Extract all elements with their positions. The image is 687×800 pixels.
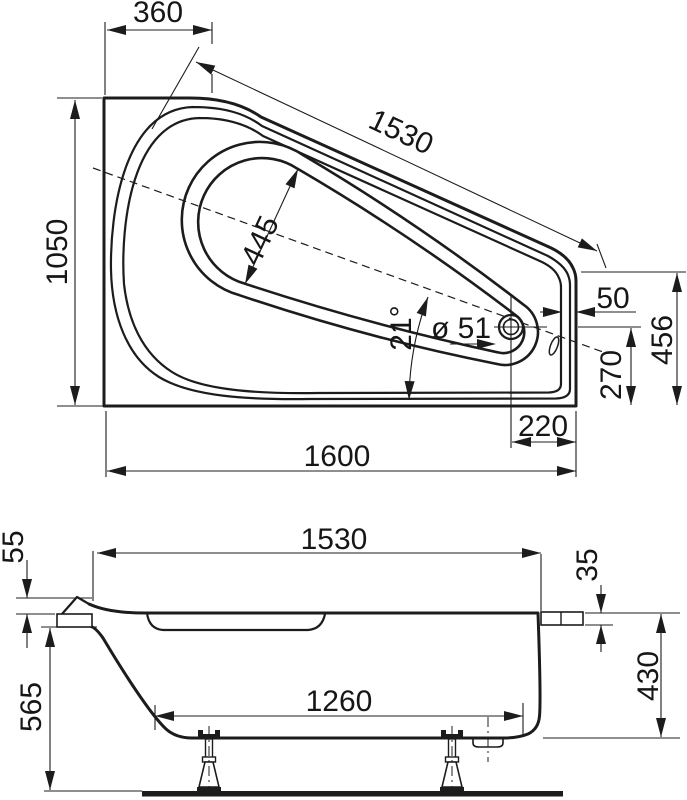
dim-220: 220 [512, 410, 577, 477]
ext-line [151, 46, 200, 130]
rim-tab-right [540, 611, 584, 626]
rim-inner-contour-2 [122, 116, 563, 395]
dim-label: 1530 [364, 103, 438, 161]
dim-label: 270 [595, 350, 628, 400]
dim-1600: 1600 [105, 411, 576, 477]
dim-label: 456 [646, 315, 679, 365]
dim-360: 360 [104, 0, 213, 95]
dim-label: 21° [385, 305, 418, 350]
arrowhead [97, 548, 116, 558]
leg-bracket-nub [198, 730, 203, 734]
arrowhead [196, 62, 216, 75]
leg-bracket-nub [215, 730, 220, 734]
arrowhead [596, 625, 606, 644]
arrowhead [543, 307, 562, 317]
arrowhead [107, 25, 126, 35]
arrowhead [504, 711, 523, 721]
dim-1050: 1050 [41, 97, 104, 407]
dim-label: 1600 [304, 440, 371, 473]
dim-angle-21: 21° [385, 296, 429, 401]
leg-bracket [441, 734, 463, 739]
dim-line [244, 168, 299, 285]
arrowhead [626, 386, 636, 405]
arrowhead [656, 614, 666, 633]
rim-peak-left [60, 595, 91, 616]
dim-label: 35 [571, 548, 604, 581]
dim-label: 55 [0, 530, 30, 563]
arrowhead [477, 339, 496, 349]
dim-label: 565 [15, 682, 48, 732]
drain [494, 296, 547, 448]
arrowhead [672, 273, 682, 292]
side-view: 1530 55 565 1260 [0, 523, 680, 798]
arrowhead [596, 594, 606, 613]
dim-line [195, 61, 598, 252]
dim-270: 270 [578, 326, 641, 405]
arrowhead [45, 771, 55, 790]
leg-bracket-nub [441, 730, 446, 734]
dim-label: 445 [235, 211, 286, 270]
dim-label: 430 [632, 651, 665, 701]
basin-center-axis [92, 167, 604, 353]
arrowhead [45, 628, 55, 647]
arrowhead [404, 381, 415, 400]
tub-outer-outline [102, 96, 578, 408]
dim-430: 430 [543, 614, 680, 739]
arrowhead [557, 437, 576, 447]
dim-label: 360 [133, 0, 183, 29]
dim-50: 50 [540, 282, 636, 317]
leg-left [197, 726, 221, 798]
dim-55: 55 [0, 530, 92, 648]
dim-35: 35 [571, 548, 680, 652]
arrowhead [522, 548, 541, 558]
dim-drain-diameter: ø 51 [431, 312, 496, 349]
arrowhead [557, 466, 576, 476]
arrowhead [107, 466, 126, 476]
arrowhead [22, 579, 32, 598]
rim-inner-contour-1 [109, 105, 572, 401]
tub-profile-outline [87, 602, 542, 740]
dim-1530-side: 1530 [92, 523, 542, 611]
arrowhead [22, 614, 32, 633]
arrowhead [245, 264, 258, 284]
arrowhead [70, 386, 80, 405]
dim-565: 565 [15, 626, 97, 790]
arrowhead [155, 711, 174, 721]
rim-tab-left [56, 613, 93, 628]
dim-456: 456 [581, 271, 686, 405]
arrowhead [193, 25, 212, 35]
arrowhead [70, 100, 80, 119]
arrowhead [416, 297, 428, 317]
dim-label: 50 [596, 282, 629, 315]
arrowhead [285, 169, 298, 189]
dim-label: 1050 [41, 219, 74, 286]
basin-inner-edge [196, 156, 526, 355]
dim-label: 1260 [306, 685, 373, 718]
basin-recess-line [145, 611, 327, 632]
ext-tick [596, 243, 607, 269]
plan-view: 360 1050 1530 445 [41, 0, 686, 477]
arrowhead [512, 437, 531, 447]
arrowhead [672, 386, 682, 405]
arrowhead [577, 238, 597, 251]
leg-bracket-nub [458, 730, 463, 734]
dim-445: 445 [235, 168, 299, 285]
dim-label: ø 51 [431, 312, 491, 345]
overflow-mark [548, 336, 560, 356]
basin-outer-edge [180, 140, 540, 367]
dim-label: 1530 [301, 523, 368, 556]
dim-label: 220 [518, 410, 568, 443]
arrowhead [656, 718, 666, 737]
dim-1530-diagonal: 1530 [151, 46, 607, 269]
floor-line [142, 791, 563, 797]
arrowhead [626, 328, 636, 347]
arrowhead [576, 307, 595, 317]
leg-bracket [198, 734, 220, 739]
leg-right [440, 726, 464, 798]
dim-1260: 1260 [154, 685, 524, 735]
